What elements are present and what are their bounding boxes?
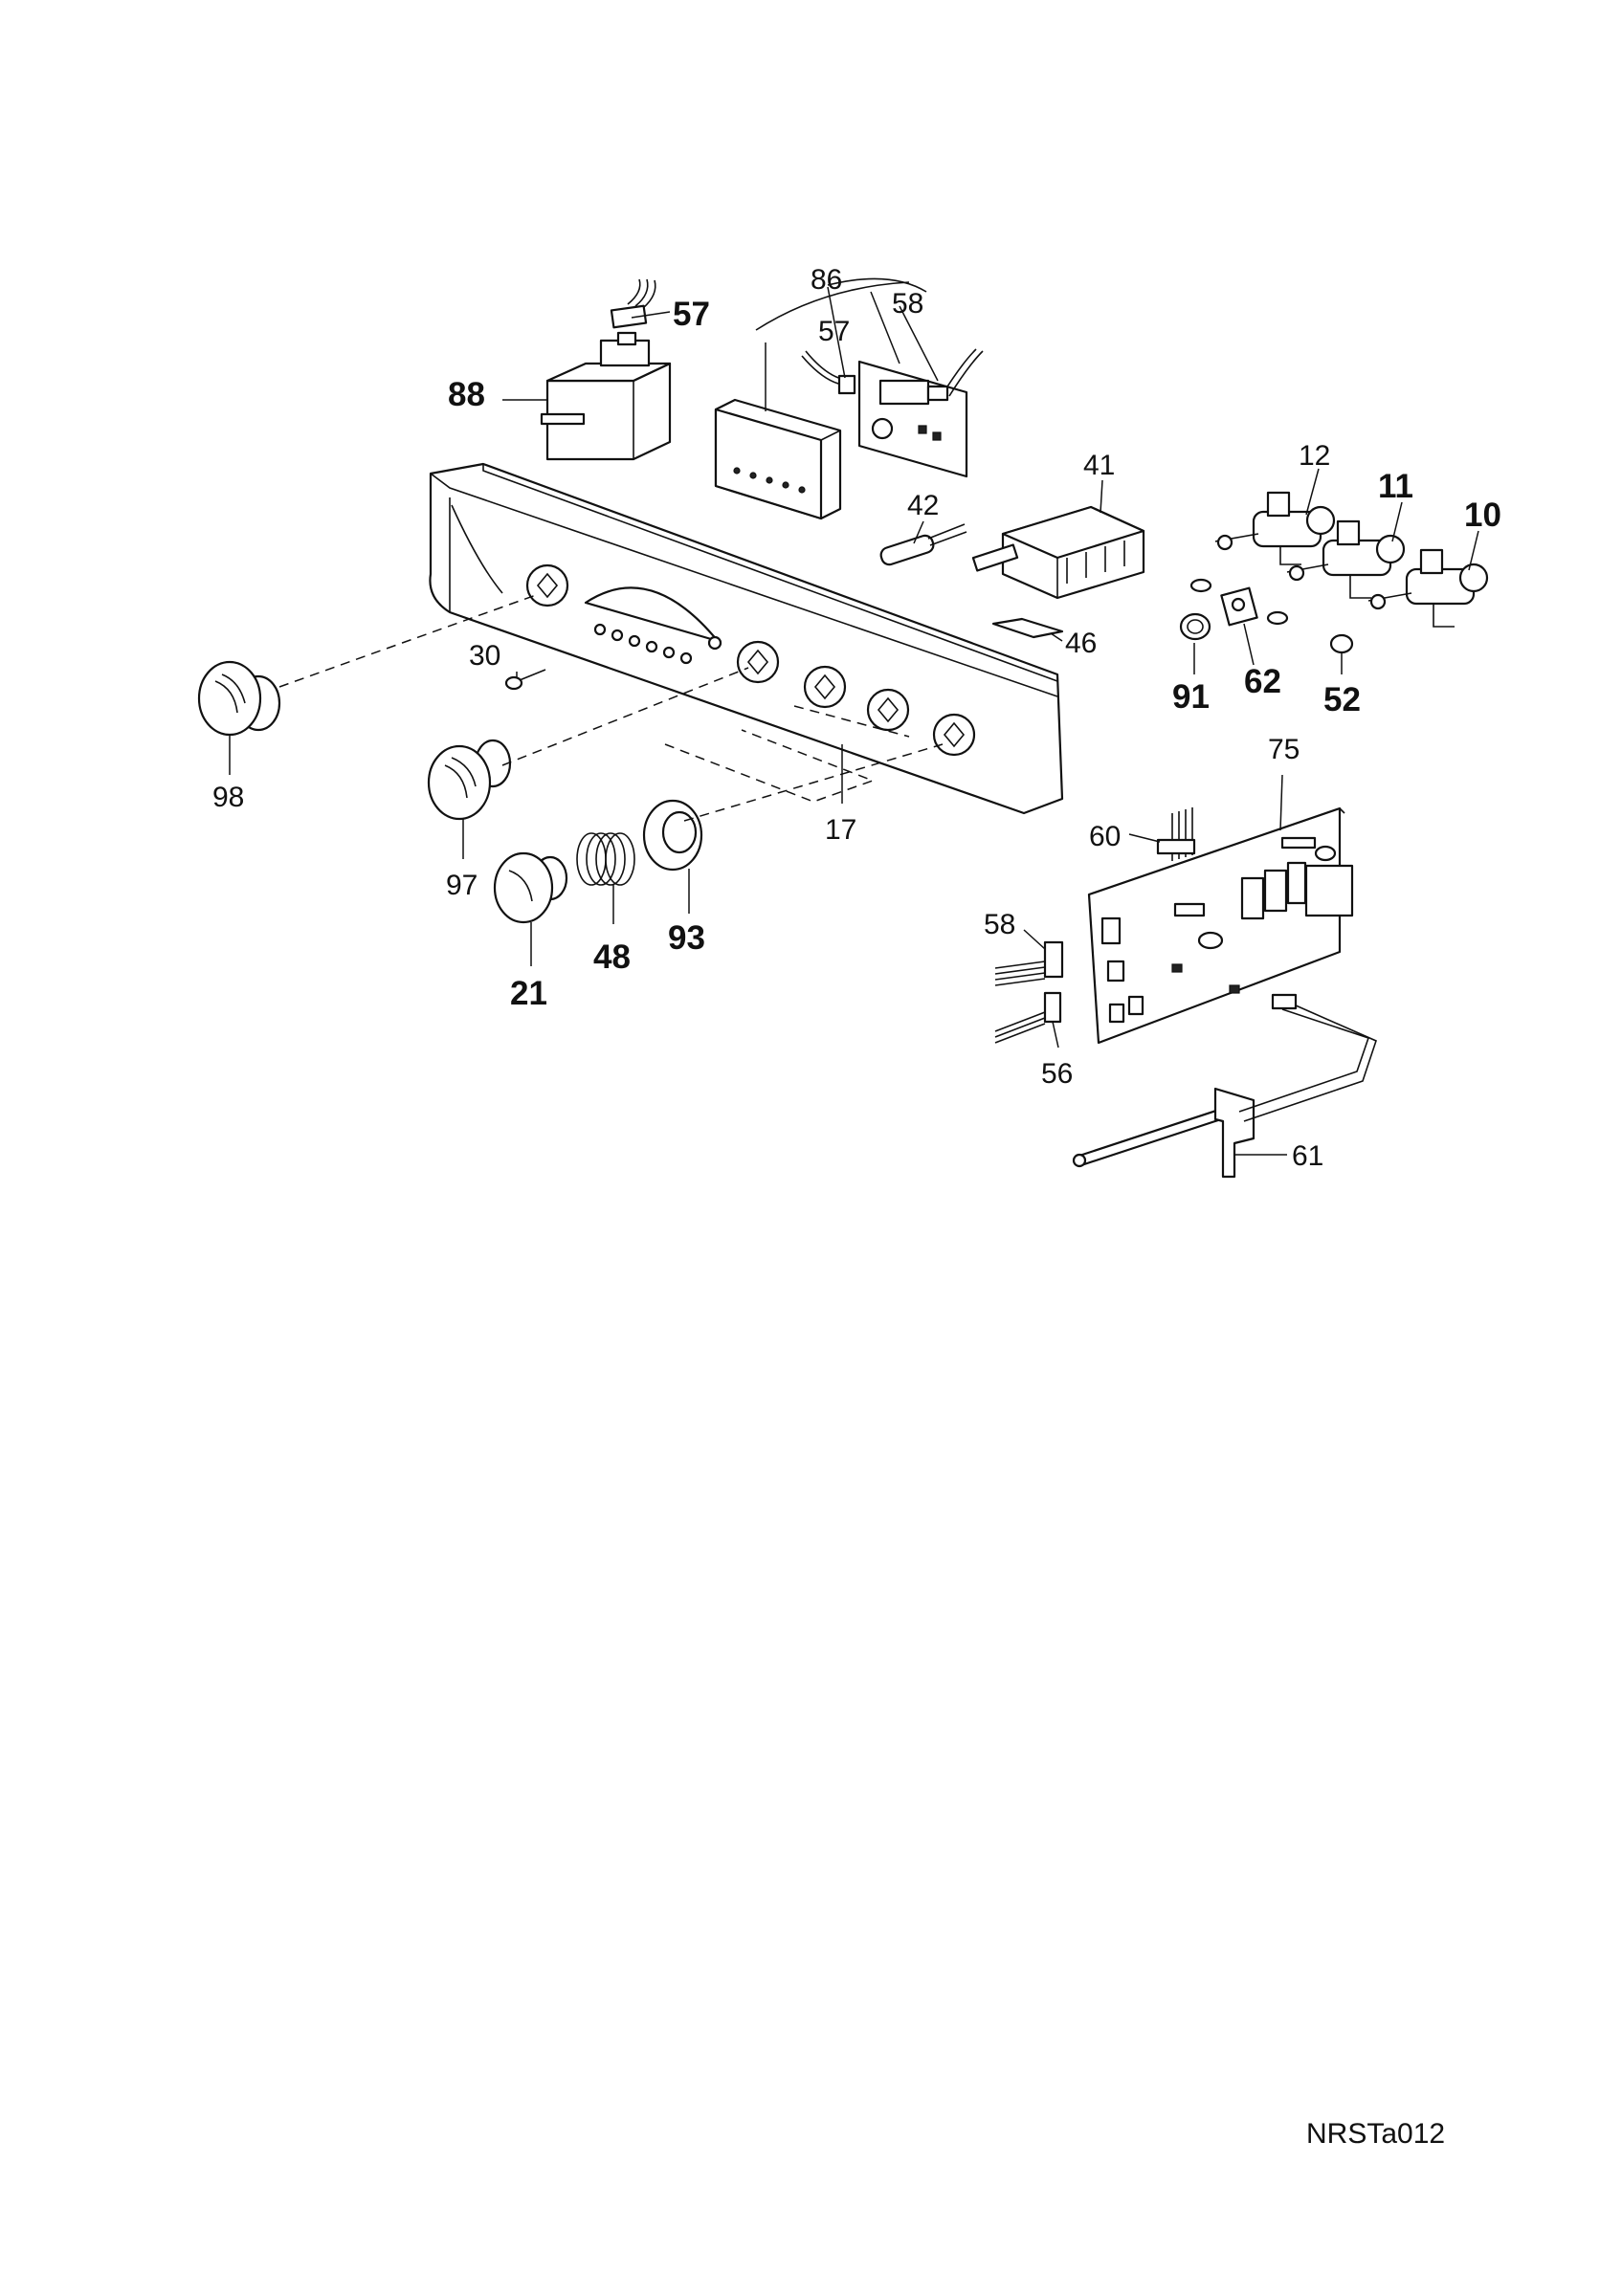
part-42-lamp: [879, 523, 967, 566]
part-98-knob: [197, 660, 281, 737]
part-10-gas-valve: [1367, 548, 1489, 628]
part-75-circuit-board: [1087, 806, 1354, 1045]
callout-60: 60: [1089, 821, 1121, 852]
leader-lines: [229, 286, 1479, 1156]
part-62-bracket: [1189, 578, 1289, 627]
part-17-control-panel: [429, 462, 1064, 815]
part-88-box: [540, 331, 672, 461]
callout-93: 93: [668, 919, 705, 957]
part-61-probe: [1072, 993, 1377, 1179]
callout-42: 42: [907, 490, 939, 521]
callout-58-board: 58: [984, 909, 1015, 940]
callout-10: 10: [1464, 497, 1501, 534]
callout-58-top: 58: [892, 288, 923, 320]
callout-labels: 57 86 58 57 88 41 42 12 11 10 46 30 91 6…: [212, 264, 1501, 1172]
callout-91: 91: [1172, 678, 1210, 716]
part-86-display-module: [714, 277, 984, 520]
callout-61: 61: [1292, 1140, 1323, 1172]
callout-41: 41: [1083, 450, 1115, 481]
callout-62: 62: [1244, 663, 1281, 700]
callout-46: 46: [1065, 628, 1097, 659]
part-12-gas-valve: [1214, 491, 1336, 565]
part-57-connector: [610, 278, 656, 329]
callout-86: 86: [811, 264, 842, 296]
part-56-connector: [994, 991, 1062, 1044]
part-41-rotary-switch: [971, 505, 1145, 600]
callout-17: 17: [825, 814, 856, 846]
callout-11: 11: [1378, 468, 1413, 505]
part-11-gas-valve: [1286, 519, 1406, 599]
part-52-washer: [1329, 633, 1354, 654]
callout-21: 21: [510, 975, 547, 1012]
callout-75: 75: [1268, 734, 1300, 765]
part-48-spring: [576, 832, 635, 886]
part-93-bezel: [642, 799, 703, 872]
callout-97: 97: [446, 870, 478, 901]
part-91-bushing: [1179, 612, 1211, 641]
part-97-knob: [427, 739, 512, 821]
callout-98: 98: [212, 782, 244, 813]
callout-12: 12: [1299, 440, 1330, 472]
part-21-knob: [493, 851, 568, 924]
part-58-connector: [994, 940, 1064, 986]
part-30-screw: [504, 669, 546, 691]
callout-30: 30: [469, 640, 500, 672]
callout-48: 48: [593, 938, 631, 976]
callout-57-display: 57: [818, 316, 850, 347]
part-46-clip: [991, 617, 1064, 639]
callout-57-top: 57: [673, 296, 710, 333]
alignment-lines: [278, 594, 944, 822]
callout-52: 52: [1323, 681, 1361, 718]
callout-88: 88: [448, 376, 485, 413]
reference-code: NRSTa012: [1306, 2118, 1445, 2150]
callout-56: 56: [1041, 1058, 1073, 1090]
